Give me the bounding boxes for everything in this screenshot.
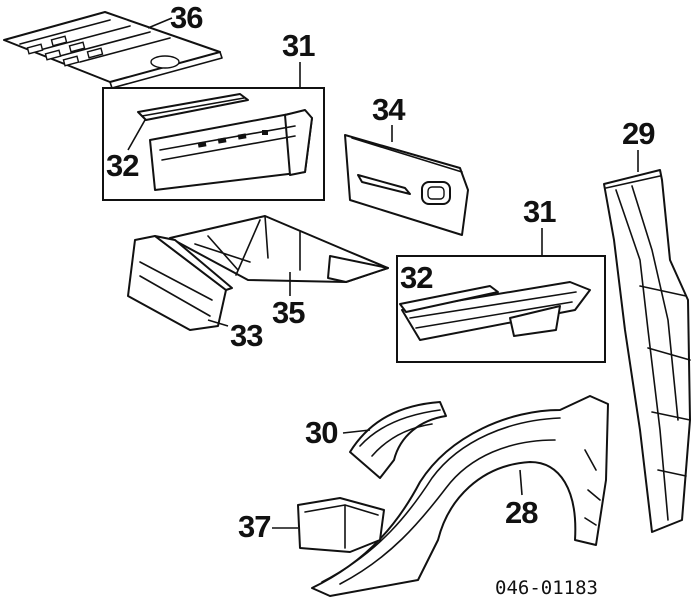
callout-34: 34 [372,92,406,127]
callout-32-mid: 32 [400,260,432,295]
part-36-floor-pan [3,11,223,89]
part-28-quarter-panel [311,395,609,597]
part-34-panel [344,134,469,236]
part-37-bracket [297,497,385,553]
callout-31-mid: 31 [523,194,556,229]
callout-28: 28 [505,495,538,530]
part-31-rail-mid [401,281,591,341]
callout-33: 33 [230,318,263,353]
callout-32-top: 32 [106,148,138,183]
callout-35: 35 [272,295,305,330]
drawing-code: 046-01183 [495,577,598,599]
callout-29: 29 [622,116,655,151]
leader-32-top [127,119,146,151]
part-32-strip-top [137,93,249,121]
leader-30 [342,429,371,434]
part-31-rail-top [149,109,313,191]
leader-28 [519,469,523,496]
callout-30: 30 [305,415,337,450]
callout-37: 37 [238,509,270,544]
part-32-strip-mid [399,285,499,313]
part-35-crossmember [169,215,389,283]
part-30-wheel-arch [349,401,447,479]
frame-31-top [102,87,325,201]
leader-33 [207,319,229,327]
part-33-bracket [127,235,233,331]
frame-31-mid [396,255,606,363]
callout-36: 36 [170,0,203,35]
part-29-pillar [603,169,691,533]
leader-36 [147,17,173,29]
callout-31-top: 31 [282,28,315,63]
